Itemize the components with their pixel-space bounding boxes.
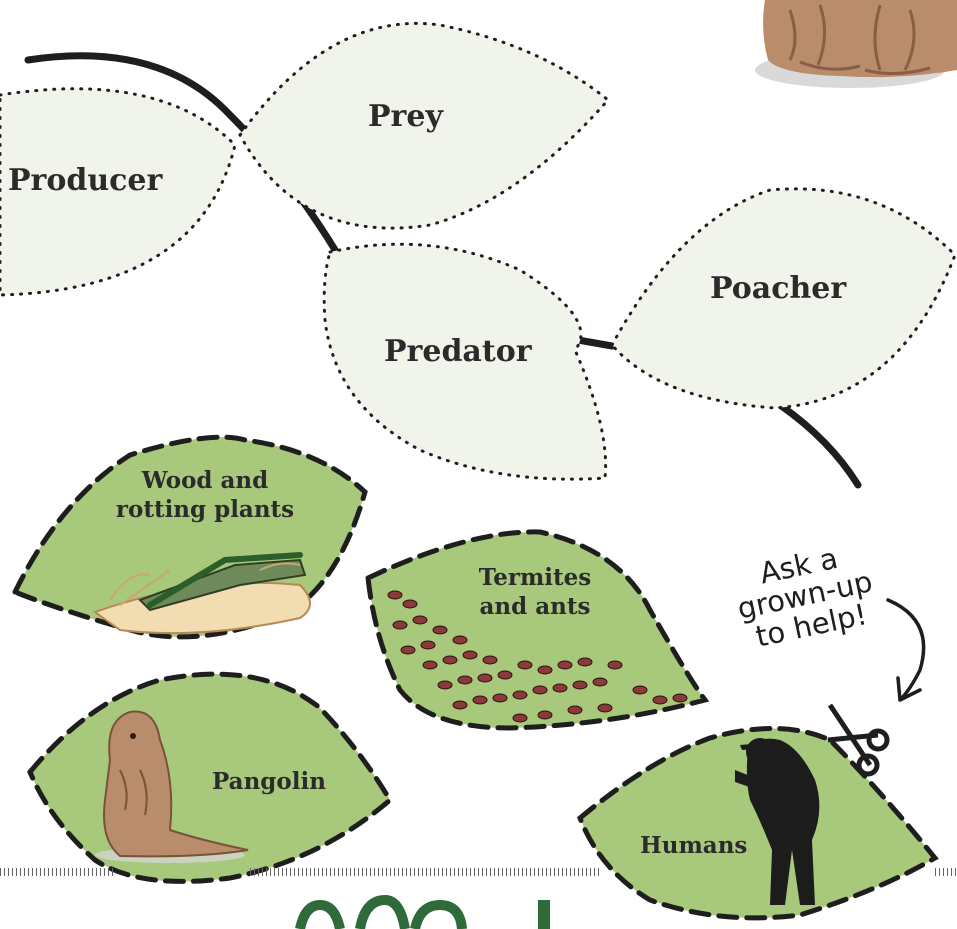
cutout-label-termites: Termites and ants	[470, 564, 600, 622]
leaf-label-poacher: Poacher	[710, 270, 846, 308]
cutout-humans	[580, 728, 935, 917]
leaf-label-producer: Producer	[8, 162, 162, 200]
curved-arrow-icon	[888, 600, 924, 700]
cutout-termites	[368, 532, 705, 728]
end-stem	[780, 405, 858, 485]
cutout-label-wood: Wood and rotting plants	[100, 467, 310, 525]
bottom-partial-letter	[538, 900, 550, 929]
side-stem	[578, 340, 612, 346]
cutout-label-pangolin: Pangolin	[212, 768, 326, 797]
pangolin-top-illustration	[755, 0, 957, 88]
leaf-label-predator: Predator	[384, 333, 532, 371]
bottom-partial-text	[300, 900, 462, 929]
cutout-label-wood-line2: rotting plants	[100, 496, 310, 525]
cutout-label-wood-line1: Wood and	[100, 467, 310, 496]
leaf-label-prey: Prey	[368, 98, 443, 136]
cutout-label-termites-line1: Termites	[470, 564, 600, 593]
cutout-label-humans: Humans	[640, 832, 747, 861]
cutout-pangolin	[30, 674, 390, 881]
cutout-label-termites-line2: and ants	[470, 593, 600, 622]
